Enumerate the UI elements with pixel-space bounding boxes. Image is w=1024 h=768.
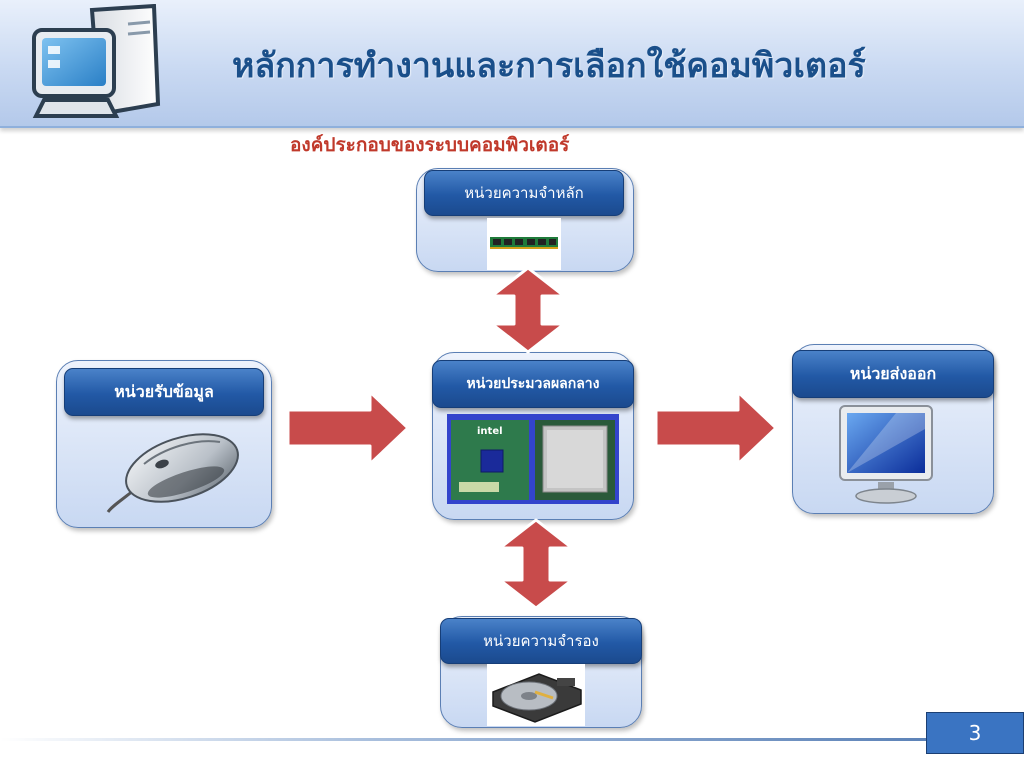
output-unit-label: หน่วยส่งออก: [792, 350, 994, 398]
cpu-unit-label: หน่วยประมวลผลกลาง: [432, 360, 634, 408]
cpu-chip-icon: intel: [447, 414, 619, 504]
desktop-computer-icon: [32, 4, 161, 118]
mouse-icon: [106, 433, 239, 513]
footer-line: [0, 738, 926, 741]
arrow-cpu-to-output: [654, 390, 778, 466]
ram-module-icon: [487, 218, 561, 270]
arrow-cpu-secondary-storage: [498, 518, 574, 610]
page-title: หลักการทำงานและการเลือกใช้คอมพิวเตอร์: [232, 46, 866, 86]
hard-disk-icon: [487, 664, 585, 726]
arrow-main-memory-cpu: [490, 266, 566, 354]
svg-text:intel: intel: [477, 426, 503, 437]
diagram-subtitle: องค์ประกอบของระบบคอมพิวเตอร์: [290, 134, 570, 156]
main-memory-label: หน่วยความจำหลัก: [424, 170, 624, 216]
arrow-input-to-cpu: [286, 390, 410, 466]
monitor-icon: [839, 405, 933, 504]
secondary-storage-label: หน่วยความจำรอง: [440, 618, 642, 664]
input-unit-label: หน่วยรับข้อมูล: [64, 368, 264, 416]
header-bar: หลักการทำงานและการเลือกใช้คอมพิวเตอร์: [0, 0, 1024, 128]
page-number: 3: [926, 712, 1024, 754]
